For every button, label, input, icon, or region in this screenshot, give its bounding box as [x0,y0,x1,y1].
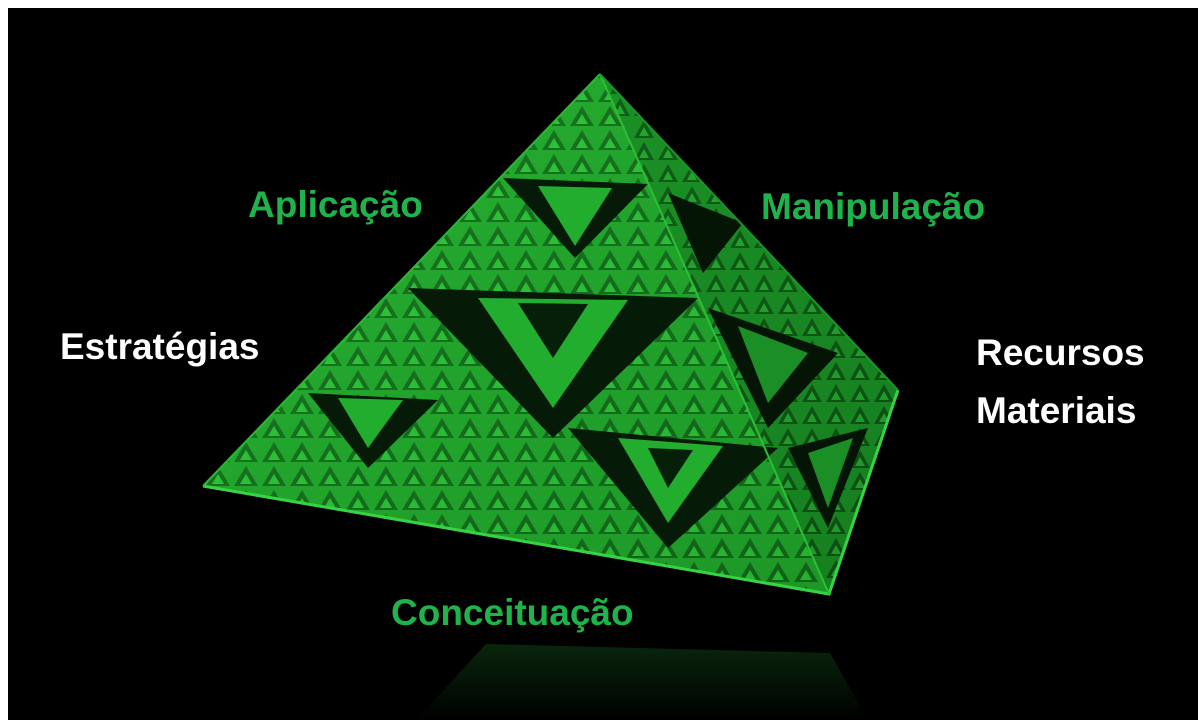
label-recursos-line2: Materiais [976,390,1137,431]
label-aplicacao: Aplicação [248,184,423,225]
label-recursos-line1: Recursos [976,332,1145,373]
label-estrategias: Estratégias [60,326,260,367]
sierpinski-pyramid [202,73,900,720]
label-manipulacao: Manipulação [761,186,986,227]
label-recursos-materiais: Recursos Materiais [976,324,1145,440]
label-conceituacao: Conceituação [391,592,634,633]
slide: Aplicação Manipulação Estratégias Recurs… [8,8,1198,720]
